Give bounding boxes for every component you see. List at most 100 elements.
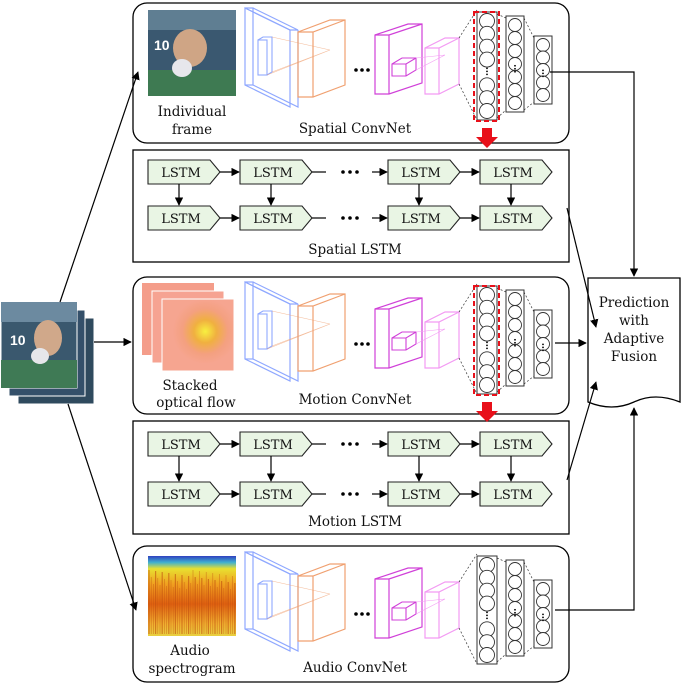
- lstm-cell-label: LSTM: [253, 212, 293, 227]
- lstm-cell-label: LSTM: [493, 488, 533, 503]
- neuron: [508, 83, 522, 97]
- lstm-cell-label: LSTM: [493, 438, 533, 453]
- neuron: [508, 305, 522, 319]
- lstm-cell: LSTM: [239, 205, 313, 231]
- motion-net-label: Motion ConvNet: [299, 392, 412, 408]
- neuron: [508, 18, 522, 32]
- neuron: [479, 377, 495, 393]
- motion-lstm-box: [132, 420, 570, 535]
- neuron: [536, 312, 550, 326]
- audio-convnet: [244, 551, 553, 665]
- spectrogram-icon: [148, 556, 236, 636]
- conv-ellipsis: [354, 68, 370, 72]
- lstm-cell-label: LSTM: [161, 488, 201, 503]
- fc-layer-2: [505, 15, 525, 113]
- conv-layer-magenta: [374, 23, 423, 95]
- lstm-cell-label: LSTM: [493, 166, 533, 181]
- neuron: [508, 640, 522, 654]
- motion-highlight-box: [473, 285, 500, 396]
- motion-lstm-to-fusion-arrow: [566, 381, 598, 481]
- lstm-cell: LSTM: [147, 481, 221, 507]
- neuron: [536, 362, 550, 376]
- fusion-line-2: with: [619, 313, 649, 329]
- neuron: [536, 75, 550, 90]
- fc-layer-2: [505, 289, 525, 387]
- lstm-cell-label: LSTM: [401, 212, 441, 227]
- arrow-to-spatial: [59, 71, 140, 303]
- neuron: [536, 50, 550, 65]
- motion-stream-box: [132, 276, 570, 415]
- lstm-cell-label: LSTM: [401, 438, 441, 453]
- audio-input-label-1: Audio: [169, 643, 210, 659]
- neuron: [479, 103, 495, 119]
- neuron: [536, 582, 550, 596]
- lstm-cell-label: LSTM: [493, 212, 533, 227]
- lstm-cell-label: LSTM: [253, 438, 293, 453]
- arrow-to-audio: [67, 403, 138, 611]
- svg-text:10: 10: [10, 332, 26, 348]
- neuron: [508, 370, 522, 384]
- neuron: [508, 96, 522, 110]
- lstm-cell: LSTM: [147, 159, 221, 185]
- conv-layer-orange: [266, 19, 346, 98]
- spatial-red-down-arrow: [476, 128, 498, 148]
- spatial-net-label: Spatial ConvNet: [299, 121, 412, 137]
- video-frames-icon: 10: [0, 301, 95, 405]
- lstm-ellipsis: [341, 170, 359, 174]
- neuron: [508, 357, 522, 371]
- neuron: [508, 627, 522, 641]
- neuron: [536, 349, 550, 364]
- motion-red-down-arrow: [476, 402, 498, 422]
- conv-layer-magenta: [374, 567, 423, 639]
- fc-layer-1: [476, 555, 498, 665]
- lstm-cell-label: LSTM: [161, 212, 201, 227]
- lstm-cell: LSTM: [387, 205, 461, 231]
- spatial-to-fusion-arrow: [550, 71, 639, 277]
- fc-layer-2: [505, 559, 525, 657]
- conv-layer-orange: [266, 293, 346, 372]
- conv-layer-blue: [244, 551, 299, 652]
- conv-ellipsis: [354, 342, 370, 346]
- lstm-cell: LSTM: [387, 159, 461, 185]
- neuron: [536, 619, 550, 634]
- lstm-cell: LSTM: [479, 481, 553, 507]
- motion-convnet: [244, 281, 553, 395]
- lstm-cell-label: LSTM: [401, 488, 441, 503]
- neuron: [508, 588, 522, 602]
- spatial-highlight-box: [473, 11, 500, 122]
- lstm-cell: LSTM: [239, 431, 313, 457]
- audio-stream-box: [132, 545, 570, 683]
- neuron: [536, 324, 550, 339]
- conv-layer-blue: [244, 281, 299, 382]
- lstm-cell: LSTM: [387, 481, 461, 507]
- lstm-cell-label: LSTM: [161, 438, 201, 453]
- lstm-cell-label: LSTM: [253, 488, 293, 503]
- neuron: [479, 51, 495, 68]
- lstm-cell-label: LSTM: [161, 166, 201, 181]
- fusion-line-4: Fusion: [611, 349, 657, 365]
- lstm-cell: LSTM: [239, 481, 313, 507]
- audio-input-label-2: spectrogram: [148, 661, 235, 677]
- neuron: [536, 88, 550, 102]
- audio-to-fusion-arrow: [555, 407, 639, 611]
- lstm-cell: LSTM: [147, 431, 221, 457]
- lstm-cell-label: LSTM: [401, 166, 441, 181]
- neuron: [508, 31, 522, 45]
- neuron: [536, 38, 550, 52]
- neuron: [508, 44, 522, 58]
- fc-layer-1: [476, 11, 498, 121]
- motion-lstm-label: Motion LSTM: [308, 514, 402, 530]
- spatial-lstm-box: [132, 149, 570, 263]
- fc-layer-3: [533, 579, 553, 649]
- neuron: [479, 647, 495, 663]
- neuron: [508, 318, 522, 332]
- neuron: [479, 595, 495, 612]
- conv-layer-magenta: [374, 297, 423, 369]
- spatial-lstm-label: Spatial LSTM: [308, 242, 402, 258]
- lstm-cell-label: LSTM: [253, 166, 293, 181]
- lstm-ellipsis: [341, 216, 359, 220]
- fc-layer-3: [533, 35, 553, 105]
- lstm-cell: LSTM: [479, 159, 553, 185]
- fusion-line-1: Prediction: [599, 295, 670, 311]
- spatial-lstm-grid: LSTM LSTM LSTM LSTM LSTM LSTM LSTM LSTM: [147, 159, 553, 231]
